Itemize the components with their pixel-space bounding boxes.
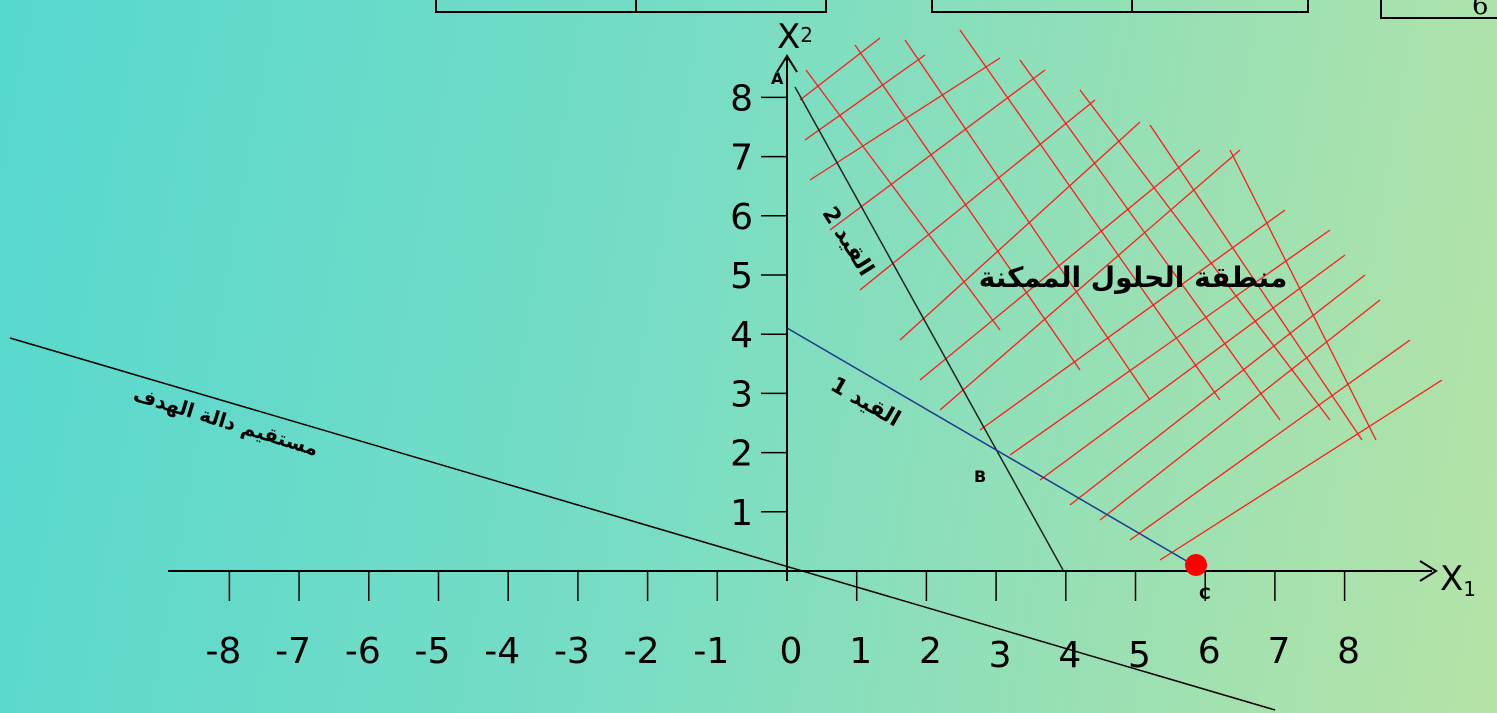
top-box-digit: 6 [1472, 0, 1489, 21]
x-tick-label: -2 [624, 631, 660, 672]
hatch-line [919, 149, 1201, 381]
feasible-region-label: منطقة الحلول الممكنة [979, 261, 1288, 294]
x-tick-label: -1 [693, 631, 729, 672]
x-tick-label: 6 [1198, 631, 1221, 672]
x-axis [168, 560, 1438, 582]
y-ticks: 1 2 3 4 5 6 7 8 [730, 78, 787, 534]
y-tick-label: 2 [730, 434, 753, 475]
x-tick-label: 2 [919, 631, 942, 672]
hatch-line [809, 57, 1001, 181]
constraint-1-label: القيد 1 [826, 372, 905, 432]
x-tick-label: 5 [1128, 635, 1151, 676]
point-b-label: B [974, 467, 986, 486]
hatch-line [959, 29, 1221, 401]
constraint-2-label: القيد 2 [817, 203, 879, 281]
top-box-3 [1380, 0, 1497, 19]
hatch-line [1009, 229, 1331, 456]
x-tick-label: 4 [1058, 635, 1081, 676]
constraint-1-line [786, 327, 1191, 564]
constraint-2-line [794, 86, 1064, 571]
top-box-2 [931, 0, 1309, 13]
point-c-label: C [1199, 584, 1211, 603]
hatch-line [979, 209, 1286, 431]
x-tick-label: -5 [415, 631, 451, 672]
hatch-line [904, 39, 1151, 401]
x-tick-label: 3 [989, 635, 1012, 676]
hatch-line [854, 44, 1081, 371]
optimal-point-marker [1185, 554, 1207, 576]
y-tick-label: 4 [730, 315, 753, 356]
x-tick-label: 0 [780, 631, 803, 672]
y-tick-label: 8 [730, 78, 753, 119]
y-tick-label: 1 [730, 493, 753, 534]
hatch-line [1229, 149, 1377, 441]
top-boxes [435, 0, 1497, 19]
x-tick-label: -4 [484, 631, 520, 672]
hatch-line [805, 69, 1001, 331]
x-tick-label: -3 [554, 631, 590, 672]
y-axis-title: X2 [777, 17, 813, 57]
x-axis-arrow [1419, 560, 1438, 582]
hatch-line [829, 69, 1046, 231]
objective-line [9, 337, 1276, 711]
y-tick-label: 5 [730, 256, 753, 297]
x-axis-title: X1 [1440, 559, 1476, 601]
x-tick-label: 7 [1267, 631, 1290, 672]
hatch-line [1019, 59, 1281, 421]
x-tick-label: -8 [205, 631, 241, 672]
x-tick-label: 8 [1337, 631, 1360, 672]
hatch-line [859, 99, 1096, 291]
y-tick-label: 6 [730, 197, 753, 238]
hatch-line [1069, 274, 1366, 506]
hatch-line [804, 54, 926, 141]
y-tick-label: 3 [730, 374, 753, 415]
point-a-label: A [771, 69, 784, 88]
hatch-line [1099, 299, 1381, 521]
hatch-line [1039, 254, 1346, 481]
hatch-line [899, 121, 1141, 341]
feasible-region-hatch [799, 29, 1443, 561]
top-box-1 [435, 0, 827, 13]
hatch-line [939, 149, 1241, 411]
y-axis-arrow [776, 54, 798, 73]
hatch-line [1079, 89, 1331, 421]
x-tick-label: -6 [345, 631, 381, 672]
y-axis [776, 54, 798, 581]
x-ticks: -8 -7 -6 -5 -4 -3 -2 -1 0 1 2 3 4 5 6 7 8 [205, 571, 1360, 676]
hatch-line [1129, 339, 1411, 541]
y-tick-label: 7 [730, 138, 753, 179]
x-tick-label: -7 [275, 631, 311, 672]
hatch-line [1159, 379, 1443, 561]
hatch-line [799, 37, 881, 101]
x-tick-label: 1 [849, 631, 872, 672]
